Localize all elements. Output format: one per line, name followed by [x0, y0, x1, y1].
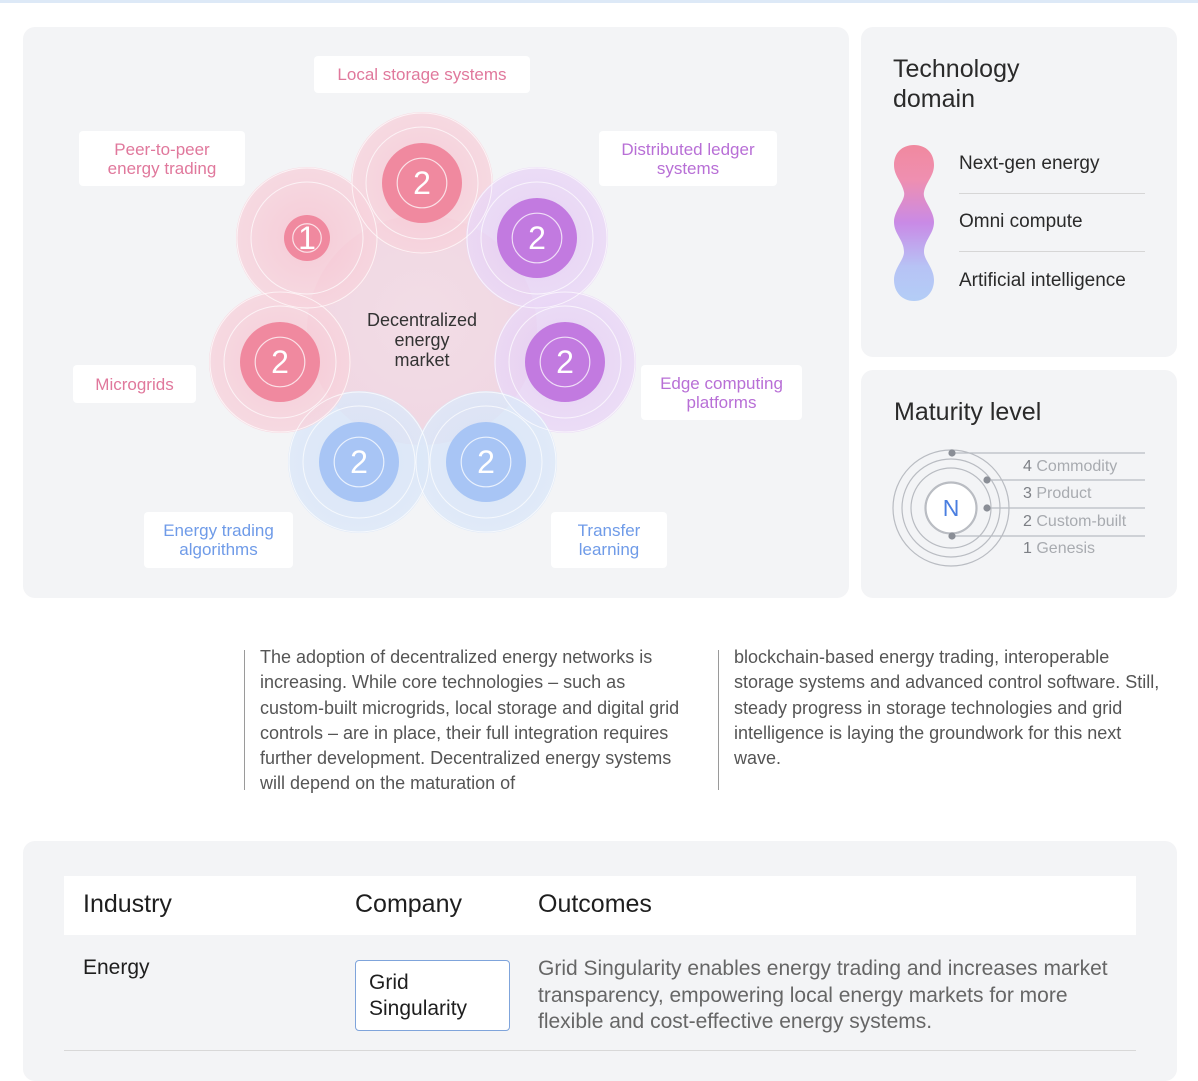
body-text-column-1: The adoption of decentralized energy net…	[260, 647, 680, 794]
column-rule	[718, 650, 719, 790]
maturity-level-panel	[861, 370, 1177, 598]
node-halo-ring	[415, 391, 557, 533]
column-rule	[244, 650, 245, 790]
node-halo-ring	[250, 181, 364, 295]
node-halo-ring	[429, 405, 543, 519]
node-halo-ring	[209, 291, 351, 433]
node-label-line: energy trading	[107, 158, 217, 178]
node-label-line: algorithms	[179, 540, 258, 559]
maturity-marker-4	[948, 449, 956, 457]
top-accent-bar	[0, 0, 1198, 3]
maturity-node-value: 2	[477, 444, 495, 480]
node-label-line: learning	[578, 540, 640, 559]
node-halo-ring	[466, 167, 608, 309]
company-link-grid-singularity[interactable]: Grid Singularity	[355, 960, 510, 1031]
maturity-level-3: 3 Product	[1023, 485, 1092, 502]
node-halo-ring	[351, 112, 493, 254]
maturity-node-ring	[511, 212, 563, 264]
node-halo-ring	[365, 126, 479, 240]
maturity-node-4	[446, 422, 526, 502]
legend-artificial-intelligence: Artificial intelligence	[959, 270, 1126, 291]
node-label-line: Local storage systems	[337, 65, 507, 84]
maturity-level-title: Maturity level	[894, 398, 1042, 426]
table-row-divider	[64, 1050, 1136, 1051]
maturity-node-ring	[539, 336, 591, 388]
center-label-line: market	[394, 350, 449, 370]
label-local-storage-systems: Local storage systems	[314, 56, 530, 93]
maturity-node-ring	[396, 157, 448, 209]
node-halo-ring	[288, 391, 430, 533]
maturity-node-3	[525, 322, 605, 402]
maturity-node-5	[319, 422, 399, 502]
maturity-center-letter: N	[943, 495, 960, 521]
cell-industry: Energy	[83, 956, 150, 979]
node-label-line: Energy trading	[163, 521, 274, 540]
node-label-line: Peer-to-peer	[114, 139, 210, 159]
maturity-node-ring	[292, 223, 322, 253]
legend-next-gen-energy: Next-gen energy	[959, 153, 1100, 174]
maturity-level-2: 2 Custom-built	[1023, 513, 1127, 530]
center-label-line: Decentralized	[367, 310, 477, 330]
center-label-line: energy	[394, 330, 449, 350]
maturity-marker-3	[983, 476, 991, 484]
maturity-node-value: 2	[271, 344, 289, 380]
node-halo-ring	[223, 305, 337, 419]
maturity-node-7	[284, 215, 330, 261]
node-halo-ring	[494, 291, 636, 433]
node-halo-ring	[480, 181, 594, 295]
node-label-line: Distributed ledger	[621, 139, 755, 159]
node-halo-ring	[508, 305, 622, 419]
maturity-node-6	[240, 322, 320, 402]
maturity-node-1	[382, 143, 462, 223]
legend-divider	[959, 251, 1145, 252]
node-halo-ring	[236, 167, 378, 309]
table-header-row	[64, 876, 1136, 935]
maturity-node-ring	[254, 336, 306, 388]
legend-divider	[959, 193, 1145, 194]
node-halo-ring	[302, 405, 416, 519]
maturity-marker-2	[983, 504, 991, 512]
node-label-line: platforms	[686, 392, 757, 412]
maturity-node-ring	[460, 436, 512, 488]
node-label-line: Microgrids	[95, 374, 174, 394]
header-company: Company	[355, 890, 462, 918]
maturity-rings-diagram: N	[892, 449, 1145, 567]
header-outcomes: Outcomes	[538, 890, 652, 918]
legend-omni-compute: Omni compute	[959, 211, 1083, 232]
maturity-level-1: 1 Genesis	[1023, 540, 1096, 557]
maturity-marker-1	[948, 532, 956, 540]
domain-color-legend	[894, 145, 934, 301]
maturity-node-value: 2	[556, 344, 574, 380]
maturity-node-value: 2	[528, 220, 546, 256]
cell-outcomes: Grid Singularity enables energy trading …	[538, 957, 1108, 1033]
node-label-line: Transfer	[577, 521, 641, 540]
maturity-node-value: 1	[298, 220, 316, 256]
maturity-node-ring	[333, 436, 385, 488]
label-microgrids: Microgrids	[73, 365, 196, 403]
maturity-node-value: 2	[350, 444, 368, 480]
domain-gradient-pill	[894, 145, 934, 301]
maturity-level-4: 4 Commodity	[1023, 458, 1118, 475]
maturity-node-value: 2	[413, 165, 431, 201]
node-label-line: systems	[656, 158, 720, 178]
maturity-node-2	[497, 198, 577, 278]
header-industry: Industry	[83, 890, 172, 918]
technology-domain-title: Technology domain	[893, 55, 1020, 113]
node-label-line: Edge computing	[660, 373, 783, 393]
body-text-column-2: blockchain-based energy trading, interop…	[734, 647, 1160, 769]
